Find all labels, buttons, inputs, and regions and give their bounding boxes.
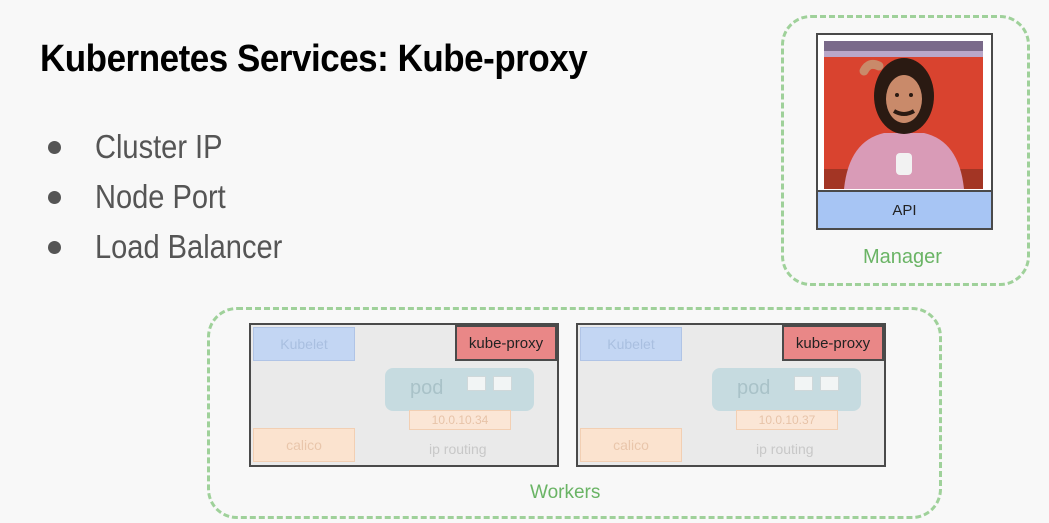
bullet-item: Cluster IP — [48, 122, 308, 172]
pod-label: pod — [737, 377, 771, 399]
worker-node: Kubelet kube-proxy pod 10.0.10.34 ip rou… — [249, 323, 559, 467]
kubelet-box: Kubelet — [580, 327, 682, 361]
container-box — [794, 376, 813, 391]
manager-frame — [781, 15, 1030, 286]
pod-box: pod — [385, 368, 534, 411]
pod-label: pod — [410, 377, 444, 399]
bullet-item: Node Port — [48, 172, 308, 222]
kube-proxy-box: kube-proxy — [455, 325, 557, 361]
ip-routing-label: ip routing — [756, 441, 814, 457]
manager-node: API — [816, 33, 993, 230]
bullet-dot-icon — [48, 190, 61, 204]
api-box: API — [818, 190, 991, 228]
pod-ip: 10.0.10.37 — [736, 410, 838, 430]
container-box — [467, 376, 486, 391]
pod-ip: 10.0.10.34 — [409, 410, 511, 430]
calico-box: calico — [253, 428, 355, 462]
ip-routing-label: ip routing — [429, 441, 487, 457]
kube-proxy-box: kube-proxy — [782, 325, 884, 361]
slide-title: Kubernetes Services: Kube-proxy — [40, 38, 588, 80]
bullet-item: Load Balancer — [48, 222, 308, 272]
container-box — [493, 376, 512, 391]
bullet-dot-icon — [48, 240, 61, 254]
workers-label: Workers — [530, 482, 601, 503]
kubelet-box: Kubelet — [253, 327, 355, 361]
calico-box: calico — [580, 428, 682, 462]
workers-frame — [207, 307, 942, 519]
pod-box: pod — [712, 368, 861, 411]
container-box — [820, 376, 839, 391]
manager-label: Manager — [863, 246, 942, 268]
worker-node: Kubelet kube-proxy pod 10.0.10.37 ip rou… — [576, 323, 886, 467]
presenter-image — [824, 41, 983, 189]
bullet-dot-icon — [48, 140, 61, 154]
bullet-list: Cluster IP Node Port Load Balancer — [48, 122, 308, 272]
